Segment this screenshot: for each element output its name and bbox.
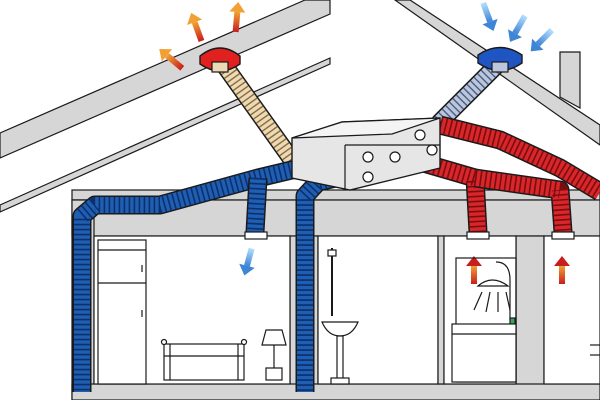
heat-recovery-unit-icon [291, 117, 441, 191]
exhaust-airflow-arrows [159, 2, 246, 71]
ground-floor [71, 383, 600, 400]
room-wall-strip [437, 235, 445, 385]
bed-icon [160, 338, 248, 381]
bedside-lamp-icon [261, 329, 287, 381]
extract-diffuser [466, 231, 490, 240]
extract-airflow-arrow-icon [554, 256, 570, 284]
extract-diffuser [551, 231, 575, 240]
supply-airflow-arrow-icon [480, 1, 498, 32]
washbasin-icon [321, 248, 359, 385]
supply-airflow-arrow-icon [530, 27, 555, 52]
intake-airflow-arrows [480, 1, 555, 52]
wardrobe-icon [97, 239, 147, 385]
roof-vent-blue-icon [477, 46, 523, 73]
chimney [559, 51, 581, 110]
kitchen-fixture [590, 344, 600, 356]
room-washroom [317, 235, 439, 385]
room-kitchen [543, 235, 600, 385]
roof-vent-red-icon [199, 47, 241, 73]
ceiling-diffusers [244, 231, 575, 240]
extract-airflow-arrow-icon [187, 12, 205, 43]
supply-airflow-arrow-icon [239, 247, 255, 276]
extract-airflow-arrow-icon [159, 49, 185, 71]
extract-airflow-arrow-icon [229, 2, 246, 33]
supply-diffuser [244, 231, 268, 240]
supply-airflow-arrow-icon [508, 14, 528, 42]
internal-wall-2 [515, 235, 545, 400]
bathtub-icon [451, 257, 517, 383]
roof-slab-left [0, 0, 331, 159]
extract-airflow-arrow-icon [466, 256, 482, 284]
